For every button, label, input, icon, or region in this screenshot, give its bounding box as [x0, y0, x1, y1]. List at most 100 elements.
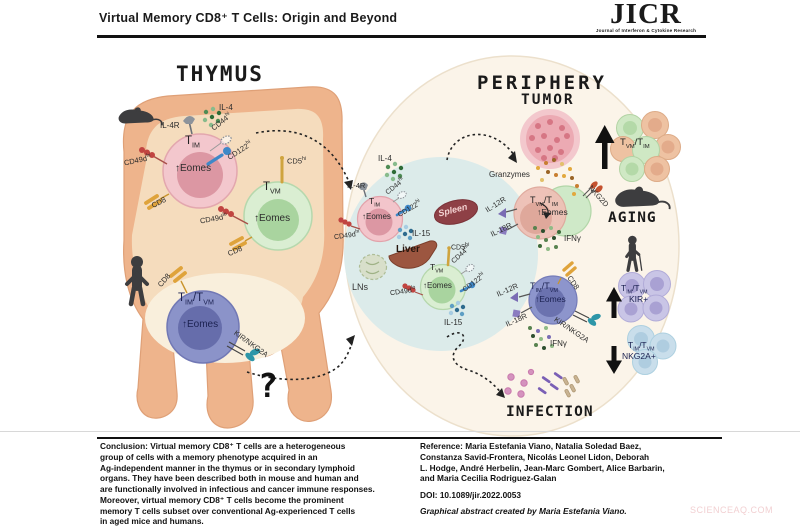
slo-tvm-eomes: ↑Eomes	[423, 281, 452, 290]
il12r-receptor-icon	[510, 292, 531, 302]
nkg2a-cluster-label: TIM/TVM	[628, 340, 655, 353]
journal-name: Journal of Interferon & Cytokine Researc…	[595, 28, 697, 33]
mouse-icon	[615, 186, 671, 210]
header-divider	[97, 35, 706, 38]
il4-dots	[384, 161, 404, 182]
receptor-label-cd5: CD5hi	[287, 156, 307, 166]
cd49d-receptor-icon	[218, 206, 249, 225]
cd5-receptor-icon	[446, 246, 451, 267]
kir-positive-cluster	[617, 270, 671, 323]
bacteria-tan-icons	[562, 375, 580, 398]
page-title: Virtual Memory CD8⁺ T Cells: Origin and …	[99, 11, 398, 25]
bacteria-purple-icons	[537, 372, 563, 395]
cd49d-receptor-icon	[338, 217, 361, 230]
kir-nkg2a-receptor-icon	[226, 341, 261, 362]
doi-text: DOI: 10.1089/jir.2022.0053	[420, 490, 522, 500]
il4r-label: IL-4R	[160, 121, 180, 130]
cd122-receptor-icon	[395, 204, 412, 217]
human-cane-icon	[625, 235, 643, 272]
ifng-dots	[533, 226, 561, 251]
increase-arrow-icon	[606, 287, 622, 318]
cd122-receptor-icon	[459, 281, 476, 293]
human-icon	[125, 256, 149, 307]
il4r-label: IL-4R	[347, 181, 366, 190]
thymus-tim-label: TIM	[185, 135, 200, 150]
credit-text: Graphical abstract created by Maria Este…	[420, 506, 627, 516]
slo-tim-label: TIM	[369, 196, 381, 209]
question-mark: ?	[258, 366, 278, 405]
granzyme-dots	[536, 158, 579, 196]
thymus-tvm-eomes: ↑Eomes	[254, 213, 291, 224]
il18r-receptor-icon	[512, 306, 533, 318]
figure-bottom-divider	[0, 431, 800, 432]
ifng-dots	[528, 326, 554, 350]
tumor-response-label: TVM/TIM	[530, 195, 559, 208]
il4-dots	[202, 106, 222, 128]
slo-tvm-cell	[419, 263, 467, 311]
cd8-receptor-icon	[169, 266, 188, 294]
lymph-node-organ	[358, 253, 388, 281]
infection-response-eomes: ↑Eomes	[535, 294, 566, 304]
il4r-receptor-icon	[183, 115, 195, 135]
cd44-receptor-icon	[460, 263, 475, 275]
cd49d-receptor-icon	[139, 147, 168, 165]
section-title-periphery: PERIPHERY	[477, 72, 607, 94]
decrease-arrow-icon	[606, 346, 622, 374]
il15-dots	[448, 300, 466, 317]
kir-cluster-marker: KIR+	[629, 294, 649, 304]
spleen-organ	[433, 199, 479, 225]
il4-label: IL-4	[378, 154, 392, 163]
nkg2d-receptor-icon	[582, 181, 603, 199]
il4r-receptor-icon	[358, 182, 368, 198]
section-title-aging: AGING	[608, 210, 657, 226]
thymus-tim-tvm-eomes: ↑Eomes	[182, 319, 219, 330]
dashed-arrow-question-to-slo	[246, 339, 354, 381]
dashed-arrow-slo-to-tumor	[446, 133, 515, 161]
cd8-receptor-icon	[144, 193, 170, 210]
tumor-response-eomes: ↑Eomes	[537, 207, 568, 217]
thymus-tim-eomes: ↑Eomes	[175, 163, 212, 174]
liver-organ	[388, 240, 438, 269]
ifng-label: IFNγ	[564, 234, 581, 243]
virus-icons	[504, 368, 535, 398]
slo-tim-eomes: ↑Eomes	[362, 212, 391, 221]
journal-logo: JICR	[610, 0, 682, 30]
slo-tim-cell	[356, 195, 404, 243]
reference-text: Reference: Maria Estefania Viano, Natali…	[420, 441, 665, 484]
il12r-receptor-icon	[498, 208, 518, 218]
dashed-arrow-slo-to-infection	[446, 332, 503, 395]
cd49d-receptor-icon	[402, 283, 424, 296]
migration-arrows	[246, 129, 515, 395]
kir-cluster-label: TIM/TVM	[621, 283, 648, 296]
lymph-nodes-label: LNs	[352, 282, 369, 292]
receptor-label-cd5: CD5hi	[451, 242, 470, 252]
cd5-receptor-icon	[280, 156, 284, 184]
nkg2a-positive-cluster	[627, 325, 677, 375]
watermark: SCIENCEAQ.COM	[690, 505, 774, 515]
il18r-receptor-icon	[499, 223, 519, 235]
thymus-tvm-cell	[243, 181, 313, 251]
dashed-arrow-thymus-to-slo	[255, 129, 350, 183]
ifng-label: IFNγ	[550, 339, 567, 348]
infection-response-cell	[528, 275, 578, 325]
kir-nkg2a-receptor-icon	[572, 310, 601, 326]
increase-arrow-icon	[595, 125, 615, 169]
il15-dots	[396, 224, 414, 241]
il15-label: IL-15	[444, 318, 463, 327]
thymus-tim-tvm-label: TIM/TVM	[178, 292, 214, 307]
cd122-receptor-icon	[206, 147, 231, 166]
nkg2a-cluster-marker: NKG2A+	[622, 351, 656, 361]
thymus-tvm-label: TVM	[263, 181, 281, 196]
cd44-receptor-icon	[392, 191, 407, 203]
tumor-response-cell	[513, 185, 592, 240]
liver-label: Liver	[396, 244, 420, 255]
granzymes-label: Granzymes	[489, 170, 530, 179]
section-title-tumor: TUMOR	[521, 92, 575, 108]
cd44-receptor-icon	[209, 135, 232, 152]
il4-label: IL-4	[219, 103, 233, 112]
cd8-receptor-icon	[557, 261, 577, 285]
aging-cluster-label: TVM/TIM	[620, 137, 650, 150]
footer-divider	[97, 437, 722, 439]
